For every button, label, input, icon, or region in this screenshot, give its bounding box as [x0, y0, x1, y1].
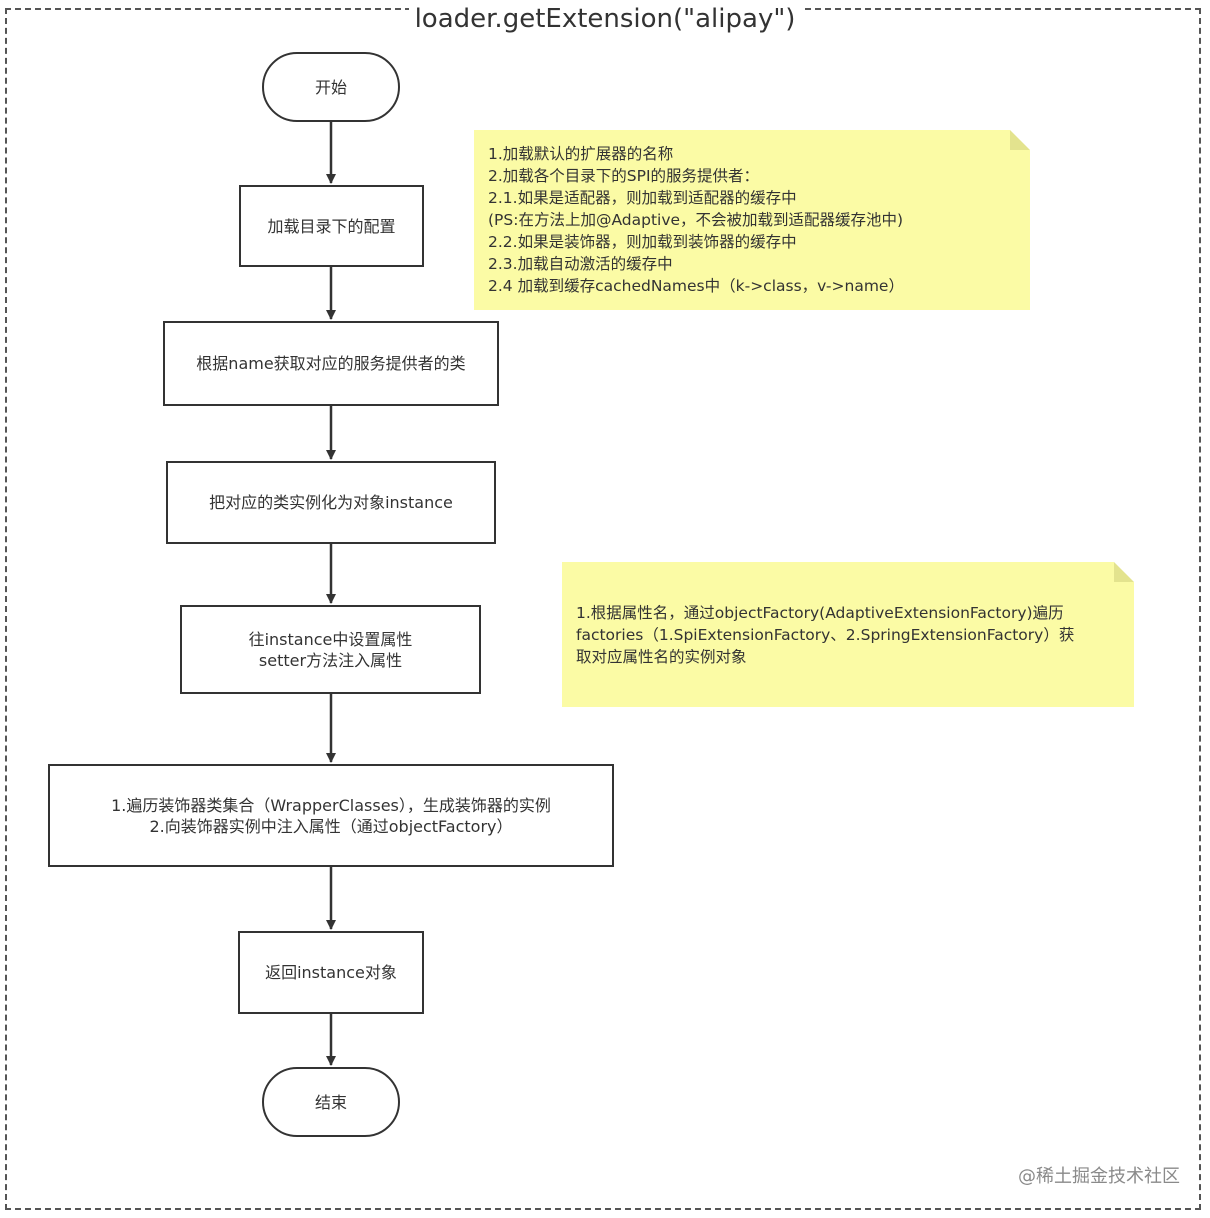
node-end-label: 结束 [314, 1092, 347, 1112]
node-set-props-line-2: setter方法注入属性 [258, 650, 403, 670]
node-get-class: 根据name获取对应的服务提供者的类 [163, 321, 499, 406]
node-instantiate: 把对应的类实例化为对象instance [166, 461, 496, 544]
note-load-line-6: 2.3.加载自动激活的缓存中 [488, 255, 673, 273]
note-load-line-3: 2.1.如果是适配器，则加载到适配器的缓存中 [488, 189, 797, 207]
node-start: 开始 [262, 52, 400, 122]
node-return-instance-label: 返回instance对象 [265, 963, 397, 982]
note-inject-line-3: 取对应属性名的实例对象 [576, 648, 747, 666]
note-load-line-2: 2.加载各个目录下的SPI的服务提供者： [488, 167, 760, 185]
note-inject-line-2: factories（1.SpiExtensionFactory、2.Spring… [576, 626, 1075, 644]
watermark: @稀土掘金技术社区 [1018, 1166, 1180, 1187]
note-inject-props: 1.根据属性名，通过objectFactory(AdaptiveExtensio… [562, 562, 1134, 707]
node-end: 结束 [262, 1067, 400, 1137]
note-load-line-7: 2.4 加载到缓存cachedNames中（k->class，v->name） [488, 277, 904, 295]
node-set-props-line-1: 往instance中设置属性 [248, 629, 413, 649]
node-set-props: 往instance中设置属性 setter方法注入属性 [180, 605, 481, 694]
diagram-title: loader.getExtension("alipay") [0, 4, 1210, 34]
node-return-instance: 返回instance对象 [238, 931, 424, 1014]
note-fold-icon [1010, 130, 1030, 150]
note-fold-icon [1114, 562, 1134, 582]
note-load-line-1: 1.加载默认的扩展器的名称 [488, 145, 674, 163]
diagram-title-text: loader.getExtension("alipay") [408, 4, 802, 34]
node-load-config-label: 加载目录下的配置 [267, 216, 396, 236]
note-inject-line-1: 1.根据属性名，通过objectFactory(AdaptiveExtensio… [576, 604, 1064, 622]
node-load-config: 加载目录下的配置 [239, 185, 424, 267]
node-wrappers-line-2: 2.向装饰器实例中注入属性（通过objectFactory） [149, 816, 513, 836]
note-load-config: 1.加载默认的扩展器的名称 2.加载各个目录下的SPI的服务提供者： 2.1.如… [474, 130, 1030, 310]
node-wrappers-line-1: 1.遍历装饰器类集合（WrapperClasses），生成装饰器的实例 [111, 795, 551, 815]
note-load-line-4: (PS:在方法上加@Adaptive，不会被加载到适配器缓存池中) [488, 211, 904, 229]
node-start-label: 开始 [314, 77, 347, 97]
node-instantiate-label: 把对应的类实例化为对象instance [209, 493, 453, 512]
node-get-class-label: 根据name获取对应的服务提供者的类 [196, 354, 466, 373]
node-wrappers: 1.遍历装饰器类集合（WrapperClasses），生成装饰器的实例 2.向装… [48, 764, 614, 867]
note-load-line-5: 2.2.如果是装饰器，则加载到装饰器的缓存中 [488, 233, 797, 251]
